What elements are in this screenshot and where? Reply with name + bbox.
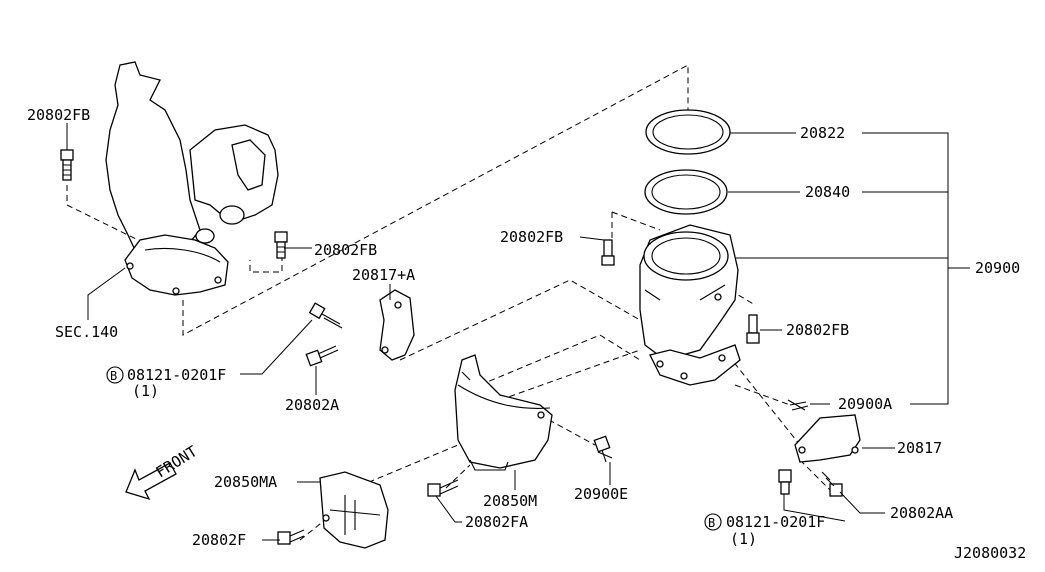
diagram-id: J2080032 xyxy=(954,544,1026,562)
label-20802FB-mid: 20802FB xyxy=(314,241,377,259)
bolt-20802F xyxy=(277,529,305,545)
label-20850M: 20850M xyxy=(483,492,537,510)
label-20802AA: 20802AA xyxy=(890,504,953,522)
label-20900: 20900 xyxy=(975,259,1020,277)
label-20802FA: 20802FA xyxy=(465,513,528,531)
stud-20900A xyxy=(787,399,809,411)
label-qty-1: (1) xyxy=(132,382,159,400)
label-20802FB-cat-top: 20802FB xyxy=(500,228,563,246)
label-20817: 20817 xyxy=(897,439,942,457)
gasket-20840 xyxy=(644,169,728,215)
bolt-20802AA xyxy=(821,471,843,497)
label-20802A: 20802A xyxy=(285,396,339,414)
label-20802F: 20802F xyxy=(192,531,246,549)
exhaust-manifold xyxy=(105,61,279,296)
bolt-20802FB-cat-top xyxy=(601,239,615,266)
label-20802FB-manifold: 20802FB xyxy=(27,106,90,124)
bolt-20802FB-cat-right xyxy=(746,314,760,344)
label-20817A: 20817+A xyxy=(352,266,415,284)
gasket-20822 xyxy=(645,109,731,155)
catalytic-converter-20900 xyxy=(639,224,741,386)
bolt-20802FB-manifold xyxy=(60,149,74,181)
bolt-ref-2: B 08121-0201F (1) xyxy=(704,513,825,548)
bracket-20817A xyxy=(379,289,415,361)
leader-lines xyxy=(66,123,970,541)
circle-b-1: B xyxy=(110,369,117,383)
bracket-20817 xyxy=(794,414,861,463)
bolt-20802FB-mid xyxy=(274,231,288,259)
heat-insulator-20850M xyxy=(454,354,553,471)
label-qty-2: (1) xyxy=(730,530,757,548)
bolt-08121-0201F-left xyxy=(308,302,343,329)
bolt-20802A xyxy=(305,345,339,367)
label-20822: 20822 xyxy=(800,124,845,142)
bolt-08121-0201F-right xyxy=(778,469,792,495)
front-arrow-icon xyxy=(125,462,177,501)
bolt-20900E xyxy=(593,435,613,463)
label-front: FRONT xyxy=(153,442,201,481)
label-08121-0201F-1: 08121-0201F xyxy=(127,366,226,384)
label-20840: 20840 xyxy=(805,183,850,201)
label-08121-0201F-2: 08121-0201F xyxy=(726,513,825,531)
label-20850MA: 20850MA xyxy=(214,473,277,491)
label-sec140: SEC.140 xyxy=(55,323,118,341)
label-20900E: 20900E xyxy=(574,485,628,503)
label-20900A: 20900A xyxy=(838,395,892,413)
bolt-20802FA xyxy=(427,479,459,497)
heat-insulator-20850MA xyxy=(319,471,389,549)
circle-b-2: B xyxy=(708,516,715,530)
label-20802FB-cat-right: 20802FB xyxy=(786,321,849,339)
bolt-ref-1: B 08121-0201F (1) xyxy=(106,366,226,400)
